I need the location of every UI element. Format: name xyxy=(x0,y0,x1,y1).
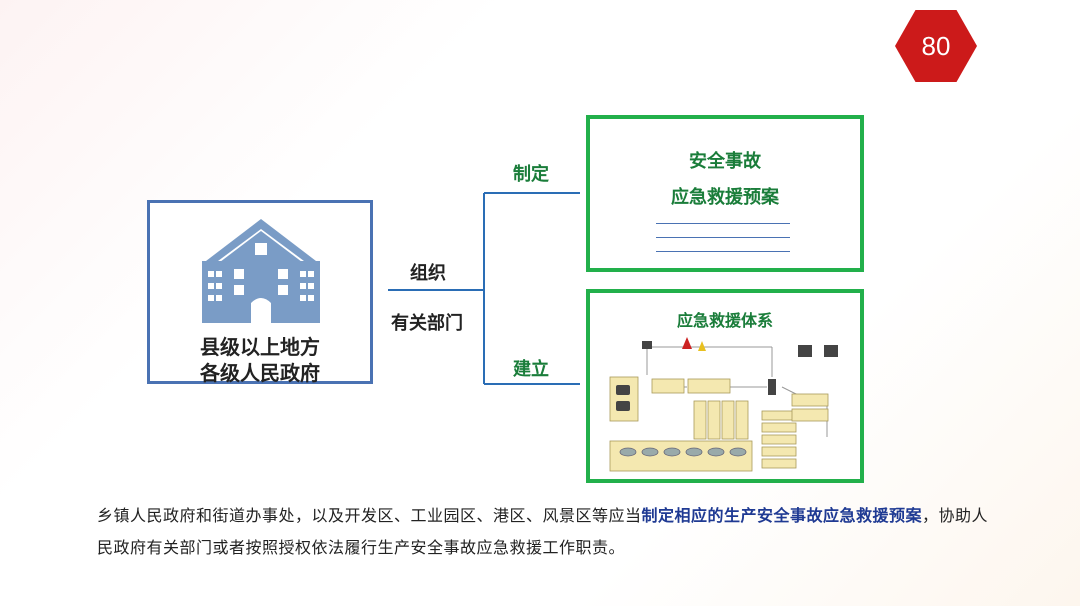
label-organize: 组织 xyxy=(410,263,446,284)
page-number-badge: 80 xyxy=(895,10,977,82)
label-departments: 有关部门 xyxy=(391,313,463,334)
plan-title-line1: 安全事故 xyxy=(689,151,761,172)
government-building-icon xyxy=(202,219,320,323)
government-label-line1: 县级以上地方 xyxy=(200,335,320,359)
government-box: 县级以上地方 各级人民政府 xyxy=(147,200,373,385)
plan-placeholder-line xyxy=(656,251,790,252)
plan-title-line2: 应急救援预案 xyxy=(671,187,779,208)
description-paragraph: 乡镇人民政府和街道办事处，以及开发区、工业园区、港区、风景区等应当制定相应的生产… xyxy=(97,500,997,564)
government-label-line2: 各级人民政府 xyxy=(200,361,320,385)
label-formulate: 制定 xyxy=(513,164,549,185)
description-highlight: 制定相应的生产安全事故应急救援预案 xyxy=(641,506,923,525)
emergency-plan-box: 安全事故 应急救援预案 xyxy=(586,115,864,272)
description-part2: ，协助人民政府有关部门或者按照授权依法履行生产安全事故应急救援工作职责。 xyxy=(97,506,989,557)
system-title: 应急救援体系 xyxy=(676,311,773,330)
system-flowchart-illustration xyxy=(609,337,838,472)
page-number: 80 xyxy=(921,30,951,61)
plan-placeholder-line xyxy=(656,237,790,238)
emergency-system-box: 应急救援体系 xyxy=(586,289,864,483)
label-establish: 建立 xyxy=(513,359,549,380)
description-part1: 乡镇人民政府和街道办事处，以及开发区、工业园区、港区、风景区等应当 xyxy=(97,506,642,525)
plan-placeholder-line xyxy=(656,223,790,224)
